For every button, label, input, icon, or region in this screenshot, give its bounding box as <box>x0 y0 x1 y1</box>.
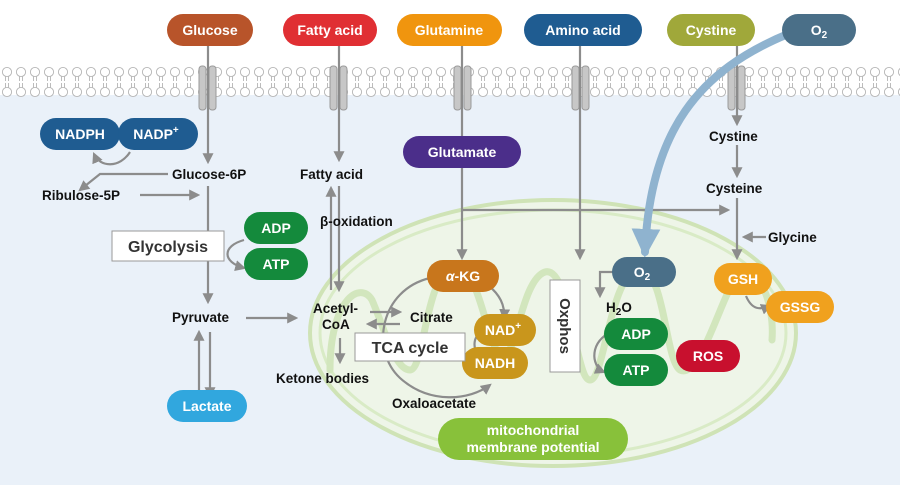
cysteine-label: Cysteine <box>706 181 763 196</box>
glutamate-pill: Glutamate <box>403 136 521 168</box>
nadph-pill: NADPH <box>40 118 120 150</box>
svg-text:ROS: ROS <box>693 348 723 364</box>
svg-text:Oxphos: Oxphos <box>556 298 573 354</box>
svg-text:Glutamate: Glutamate <box>428 144 497 160</box>
cell-membrane <box>0 65 900 99</box>
oxaloacetate-label: Oxaloacetate <box>392 396 477 411</box>
svg-text:Cystine: Cystine <box>686 22 737 38</box>
amino-acid-pill: Amino acid <box>524 14 642 46</box>
pyruvate-label: Pyruvate <box>172 310 230 325</box>
lactate-pill: Lactate <box>167 390 247 422</box>
nadp-pill: NADP+ <box>118 118 198 150</box>
acetyl-coa-label-1: Acetyl- <box>313 301 358 316</box>
glutamine-pill: Glutamine <box>397 14 502 46</box>
svg-text:mitochondrial: mitochondrial <box>487 422 580 438</box>
ribulose-5p-label: Ribulose-5P <box>42 188 120 203</box>
cystine-pill: Cystine <box>667 14 755 46</box>
svg-text:ATP: ATP <box>263 256 290 272</box>
nadh-pill: NADH <box>462 347 528 379</box>
svg-text:Glucose: Glucose <box>182 22 237 38</box>
svg-text:O2: O2 <box>811 22 828 41</box>
svg-text:TCA cycle: TCA cycle <box>372 340 449 357</box>
gssg-pill: GSSG <box>766 291 834 323</box>
svg-text:Glycolysis: Glycolysis <box>128 239 208 256</box>
fatty-acid-pill: Fatty acid <box>283 14 377 46</box>
svg-text:membrane potential: membrane potential <box>466 439 599 455</box>
gsh-pill: GSH <box>714 263 772 295</box>
adp-pill-right: ADP <box>604 318 668 350</box>
ros-pill: ROS <box>676 340 740 372</box>
svg-text:NAD+: NAD+ <box>485 321 521 338</box>
adp-pill-left: ADP <box>244 212 308 244</box>
svg-text:ADP: ADP <box>261 220 291 236</box>
pathway-arrows <box>78 42 773 400</box>
atp-pill-left: ATP <box>244 248 308 280</box>
svg-text:Lactate: Lactate <box>182 398 231 414</box>
oxygen-pill: O2 <box>782 14 856 46</box>
nad-pill: NAD+ <box>474 314 536 346</box>
glucose-6p-label: Glucose-6P <box>172 167 246 182</box>
svg-text:NADPH: NADPH <box>55 126 105 142</box>
svg-text:Amino acid: Amino acid <box>545 22 620 38</box>
svg-text:Fatty acid: Fatty acid <box>297 22 362 38</box>
oxygen-mito-pill: O2 <box>612 257 676 287</box>
ketone-bodies-label: Ketone bodies <box>276 371 369 386</box>
transporters <box>198 65 746 111</box>
cystine-label: Cystine <box>709 129 758 144</box>
svg-text:O2: O2 <box>634 264 651 283</box>
svg-text:ADP: ADP <box>621 326 651 342</box>
citrate-label: Citrate <box>410 310 453 325</box>
svg-text:NADH: NADH <box>475 355 515 371</box>
tca-cycle-box: TCA cycle <box>354 332 466 362</box>
svg-text:NADP+: NADP+ <box>133 125 179 142</box>
beta-oxidation-label: β-oxidation <box>320 214 393 229</box>
svg-text:Glutamine: Glutamine <box>415 22 484 38</box>
fatty-acid-label: Fatty acid <box>300 167 363 182</box>
glucose-pill: Glucose <box>167 14 253 46</box>
mito-potential-pill: mitochondrial membrane potential <box>438 418 628 460</box>
oxygen-flow-arrow <box>631 30 792 258</box>
svg-text:ATP: ATP <box>623 362 650 378</box>
glycine-label: Glycine <box>768 230 817 245</box>
atp-pill-right: ATP <box>604 354 668 386</box>
oxphos-box: Oxphos <box>549 279 581 373</box>
alpha-kg-pill: α-KG <box>427 260 499 292</box>
svg-text:α-KG: α-KG <box>446 268 480 284</box>
acetyl-coa-label-2: CoA <box>322 317 350 332</box>
svg-text:GSH: GSH <box>728 271 758 287</box>
water-label: H2O <box>606 300 632 318</box>
svg-text:GSSG: GSSG <box>780 299 821 315</box>
glycolysis-box: Glycolysis <box>111 230 225 262</box>
